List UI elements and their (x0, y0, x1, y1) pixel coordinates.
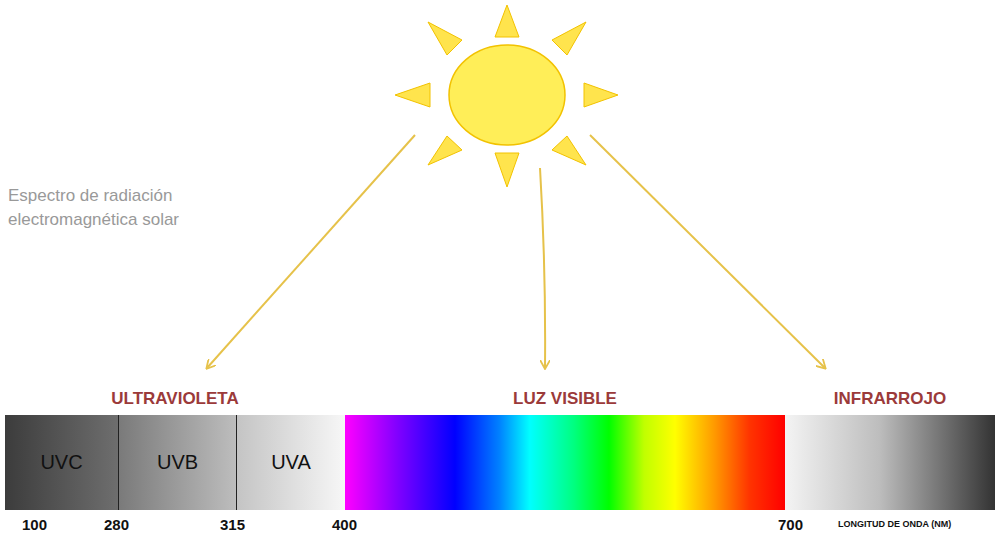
wavelength-tick: 315 (220, 516, 245, 533)
band-heading: INFRARROJO (785, 389, 995, 409)
diagram-caption: Espectro de radiación electromagnética s… (8, 184, 258, 232)
wavelength-tick: 700 (778, 516, 803, 533)
band-label: UVB (119, 451, 236, 474)
band-fill (345, 415, 785, 510)
uv-subband: UVC (5, 415, 118, 510)
axis-label: LONGITUD DE ONDA (NM) (838, 519, 951, 529)
spectrum-band: LUZ VISIBLE (345, 385, 785, 510)
wavelength-tick: 280 (104, 516, 129, 533)
uv-subband: UVB (118, 415, 236, 510)
wavelength-tick: 100 (22, 516, 47, 533)
band-label: UVC (5, 451, 118, 474)
band-heading: LUZ VISIBLE (345, 389, 785, 409)
spectrum-band: ULTRAVIOLETA UVCUVBUVA (5, 385, 345, 510)
band-heading: ULTRAVIOLETA (5, 389, 345, 409)
band-fill (785, 415, 995, 510)
band-label: UVA (237, 451, 345, 474)
spectrum-band: INFRARROJO (785, 385, 995, 510)
uv-subband: UVA (236, 415, 345, 510)
wavelength-tick: 400 (332, 516, 357, 533)
